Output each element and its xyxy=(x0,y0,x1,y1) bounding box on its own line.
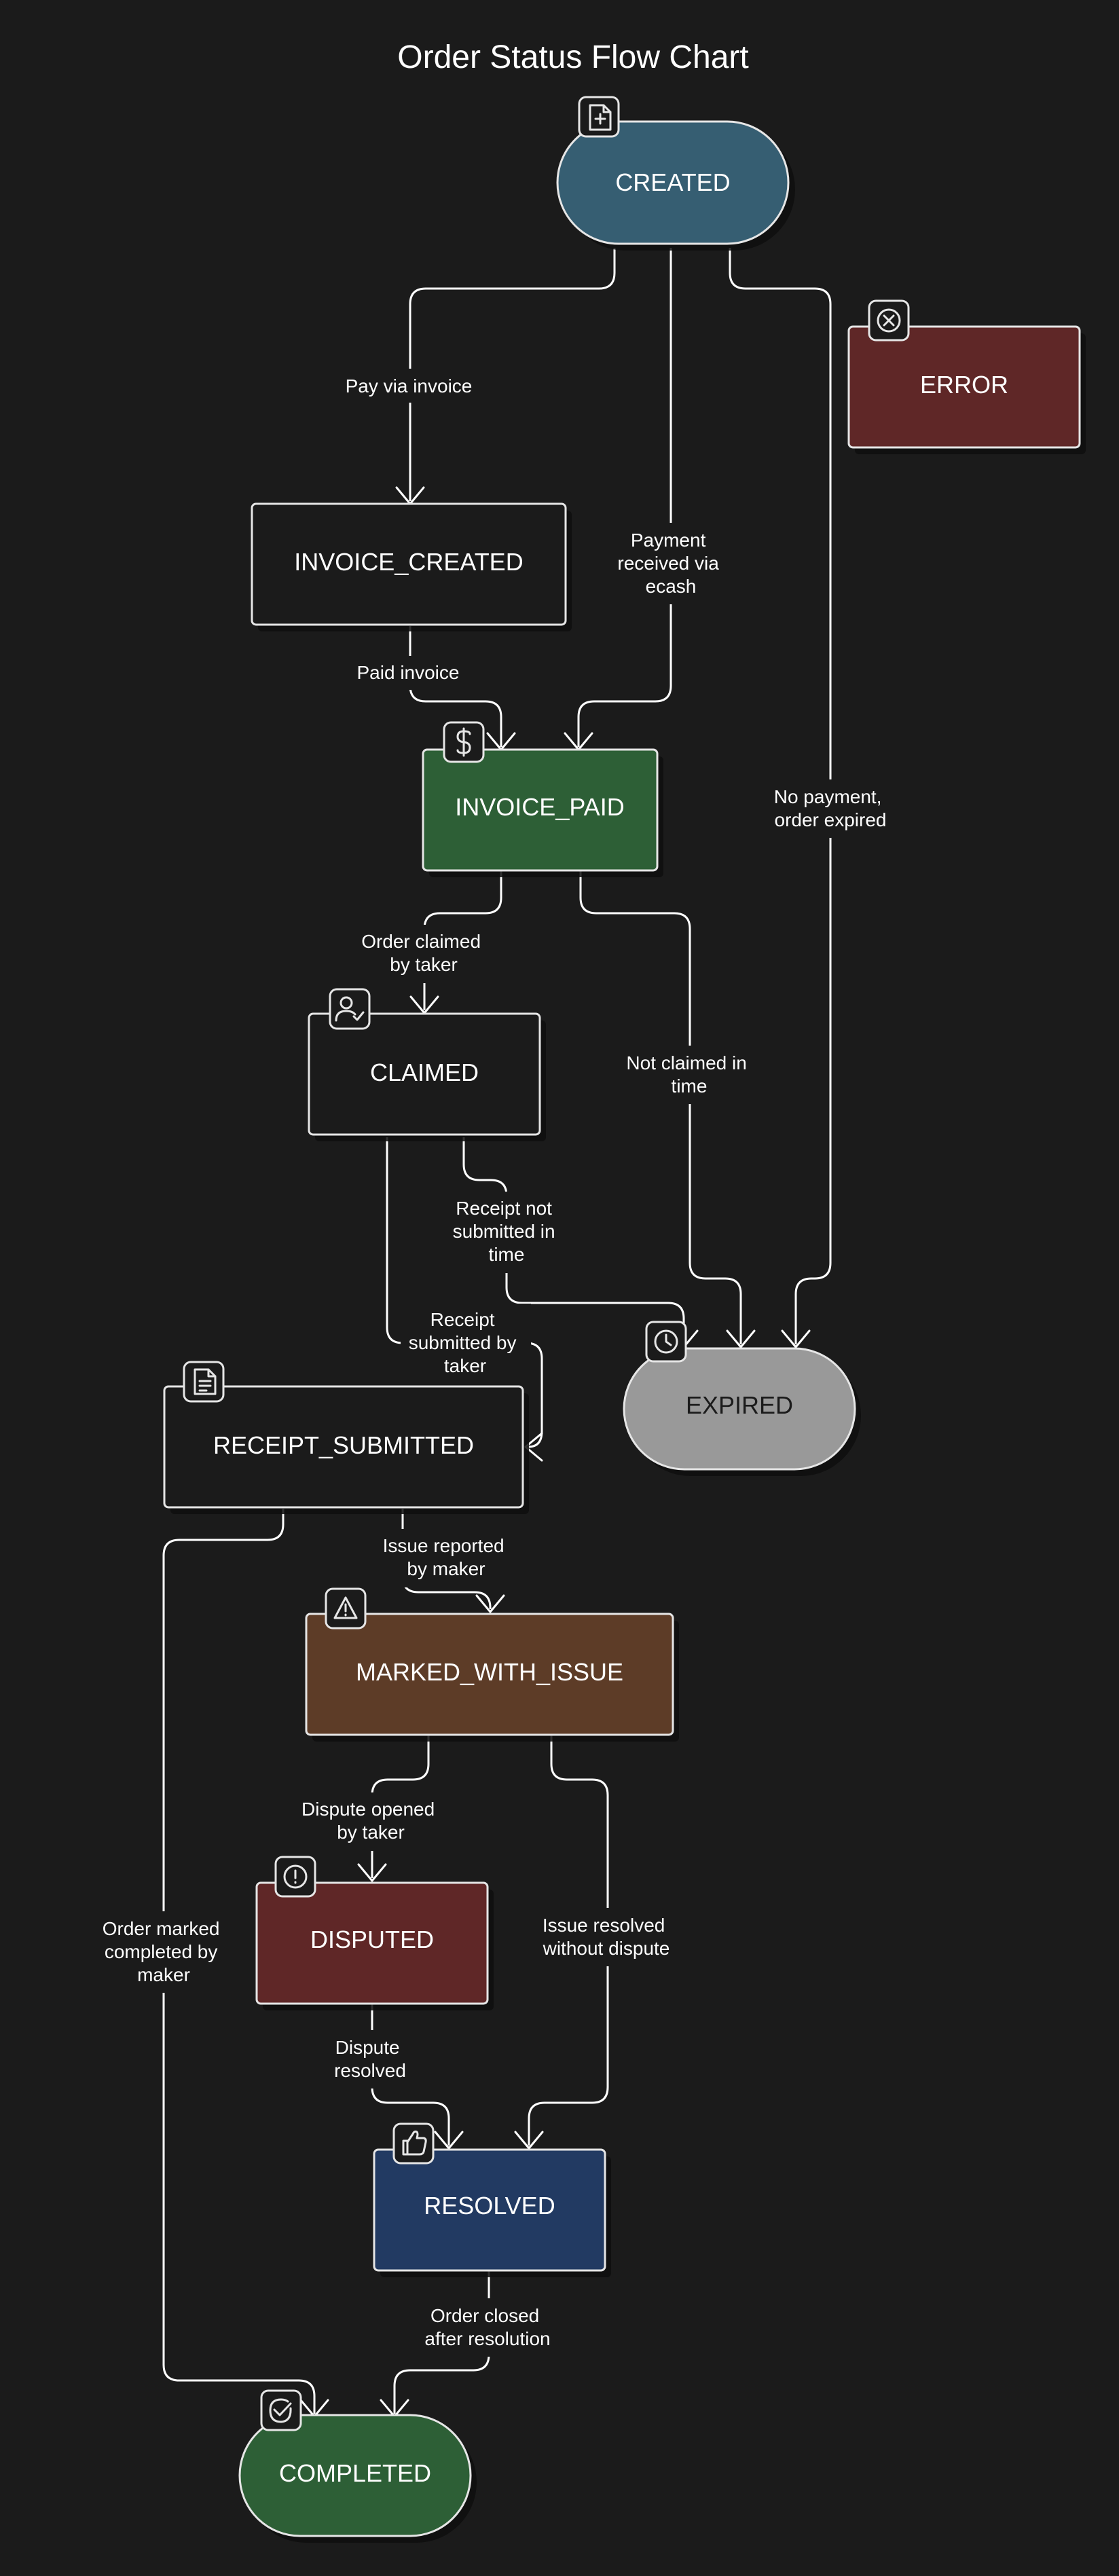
edge-payment-ecash xyxy=(577,248,672,747)
node-error-label: ERROR xyxy=(920,371,1008,399)
arrow-head xyxy=(475,1594,505,1613)
edge-labels: Pay via invoice Payment received via eca… xyxy=(92,369,905,2357)
node-marked-with-issue-shape xyxy=(305,1613,674,1736)
node-claimed-label: CLAIMED xyxy=(370,1059,479,1086)
file-text-icon xyxy=(183,1361,225,1403)
node-expired-shape xyxy=(623,1347,856,1471)
x-circle-icon xyxy=(868,299,910,342)
node-expired[interactable]: EXPIRED xyxy=(623,1321,861,1476)
node-claimed[interactable]: CLAIMED xyxy=(308,988,546,1141)
node-invoice-created-label: INVOICE_CREATED xyxy=(294,548,523,576)
edge-label-pay-via-invoice: Pay via invoice xyxy=(346,375,473,397)
check-circle-icon xyxy=(260,2389,302,2431)
dollar-icon xyxy=(443,721,485,763)
edge-label-order-marked-completed: Order marked completed by maker xyxy=(103,1918,225,1985)
arrow-head xyxy=(514,2131,544,2150)
node-resolved-shape xyxy=(373,2148,606,2272)
edge-order-claimed xyxy=(423,869,502,1010)
edge-label-receipt-submitted: Receipt submitted by taker xyxy=(409,1309,522,1376)
node-marked-with-issue[interactable]: MARKED_WITH_ISSUE xyxy=(305,1587,679,1742)
node-marked-with-issue-label: MARKED_WITH_ISSUE xyxy=(356,1658,623,1686)
node-claimed-shape xyxy=(308,1012,541,1136)
node-error[interactable]: ERROR xyxy=(847,299,1086,454)
clock-icon xyxy=(645,1321,687,1363)
node-disputed-label: DISPUTED xyxy=(310,1926,434,1953)
node-receipt-submitted-label: RECEIPT_SUBMITTED xyxy=(213,1431,474,1459)
node-created-shape xyxy=(556,120,790,245)
edge-label-no-payment: No payment, order expired xyxy=(774,786,887,830)
edge-label-issue-reported: Issue reported by maker xyxy=(383,1535,510,1579)
thumbs-up-icon xyxy=(392,2122,435,2165)
arrow-head xyxy=(434,2131,464,2150)
alert-circle-icon xyxy=(274,1856,316,1898)
edge-label-order-claimed: Order claimed by taker xyxy=(361,931,486,975)
edge-paid-invoice xyxy=(409,626,502,747)
edge-dispute-opened xyxy=(371,1735,430,1878)
warning-icon xyxy=(325,1587,367,1630)
edge-label-receipt-not-submitted: Receipt not submitted in time xyxy=(453,1198,561,1265)
node-receipt-submitted-shape xyxy=(163,1385,524,1509)
node-completed-label: COMPLETED xyxy=(279,2459,431,2487)
node-disputed[interactable]: DISPUTED xyxy=(255,1856,494,2010)
node-completed[interactable]: COMPLETED xyxy=(238,2389,477,2543)
arrow-head xyxy=(726,1329,756,1348)
node-expired-label: EXPIRED xyxy=(686,1391,793,1419)
edge-label-issue-resolved: Issue resolved without dispute xyxy=(543,1915,671,1959)
node-error-shape xyxy=(847,325,1081,449)
node-completed-shape xyxy=(238,2414,472,2537)
node-invoice-paid-shape xyxy=(422,748,659,872)
node-invoice-created[interactable]: INVOICE_CREATED xyxy=(251,502,572,631)
node-receipt-submitted[interactable]: RECEIPT_SUBMITTED xyxy=(163,1361,529,1514)
arrow-head xyxy=(781,1329,811,1348)
edge-pay-via-invoice xyxy=(409,248,616,501)
user-check-icon xyxy=(329,988,371,1030)
edge-receipt-submitted xyxy=(386,1137,543,1448)
edge-label-dispute-opened: Dispute opened by taker xyxy=(301,1799,440,1843)
edge-dispute-resolved xyxy=(371,2003,450,2146)
node-resolved-label: RESOLVED xyxy=(424,2192,555,2220)
node-invoice-created-shape xyxy=(251,502,567,626)
node-resolved[interactable]: RESOLVED xyxy=(373,2122,611,2277)
node-created-label: CREATED xyxy=(615,168,730,196)
arrow-head xyxy=(357,1863,387,1882)
edge-label-dispute-resolved: Dispute resolved xyxy=(334,2037,406,2081)
chart-title: Order Status Flow Chart xyxy=(397,39,749,75)
node-invoice-paid[interactable]: INVOICE_PAID xyxy=(422,721,663,877)
edge-order-closed xyxy=(393,2271,490,2414)
edge-label-order-closed: Order closed after resolution xyxy=(424,2305,550,2349)
node-created[interactable]: CREATED xyxy=(556,96,795,251)
node-invoice-paid-label: INVOICE_PAID xyxy=(455,793,624,821)
edge-label-payment-ecash: Payment received via ecash xyxy=(617,530,724,597)
node-disputed-shape xyxy=(255,1881,489,2005)
edge-label-paid-invoice: Paid invoice xyxy=(357,662,460,683)
edge-label-not-claimed: Not claimed in time xyxy=(626,1052,752,1097)
file-plus-icon xyxy=(578,96,620,138)
